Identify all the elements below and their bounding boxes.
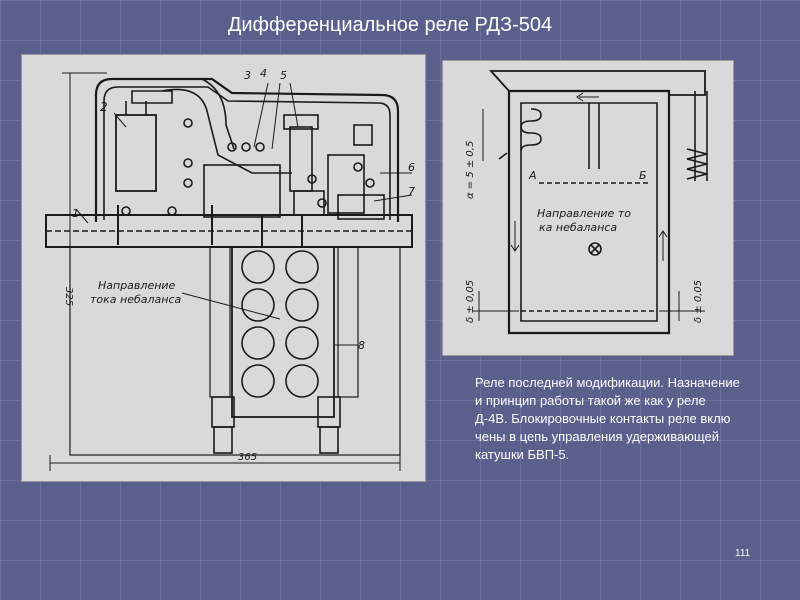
dimension-height: 325 <box>63 287 74 306</box>
caption-direction-line2: ка небаланса <box>539 221 617 234</box>
slide-title: Дифференциальное реле РДЗ-504 <box>227 14 553 36</box>
callout-6: 6 <box>408 161 415 174</box>
point-b-label: Б <box>639 169 647 182</box>
caption-direction-line2: тока небаланса <box>90 293 182 306</box>
callout-7: 7 <box>408 185 415 198</box>
magnetic-circuit-drawing: α = 5 ± 0,5 δ ± 0,05 δ ± 0,05 А Б Направ… <box>442 60 734 356</box>
callout-5: 5 <box>280 69 287 82</box>
dimension-delta-left: δ ± 0,05 <box>465 280 476 323</box>
callout-4: 4 <box>260 67 267 80</box>
point-a-label: А <box>528 169 537 182</box>
slide-description: Реле последней модификации. Назначение и… <box>475 375 740 462</box>
callout-1: 1 <box>72 207 79 220</box>
callout-8: 8 <box>358 339 365 352</box>
magnetic-circuit-svg: α = 5 ± 0,5 δ ± 0,05 δ ± 0,05 А Б Направ… <box>465 70 708 335</box>
dimension-width: 365 <box>238 452 257 463</box>
page-number: 111 <box>735 548 751 559</box>
dimension-alpha: α = 5 ± 0,5 <box>465 141 476 199</box>
caption-direction-line1: Направление то <box>537 207 631 220</box>
caption-direction-line1: Направление <box>98 279 176 292</box>
callout-3: 3 <box>244 69 251 82</box>
relay-assembly-svg: 1 2 3 4 5 6 7 8 325 365 Направление тока… <box>45 67 415 471</box>
callout-2: 2 <box>100 100 108 114</box>
relay-assembly-drawing: 1 2 3 4 5 6 7 8 325 365 Направление тока… <box>21 54 426 482</box>
dimension-delta-right: δ ± 0,05 <box>693 280 704 323</box>
